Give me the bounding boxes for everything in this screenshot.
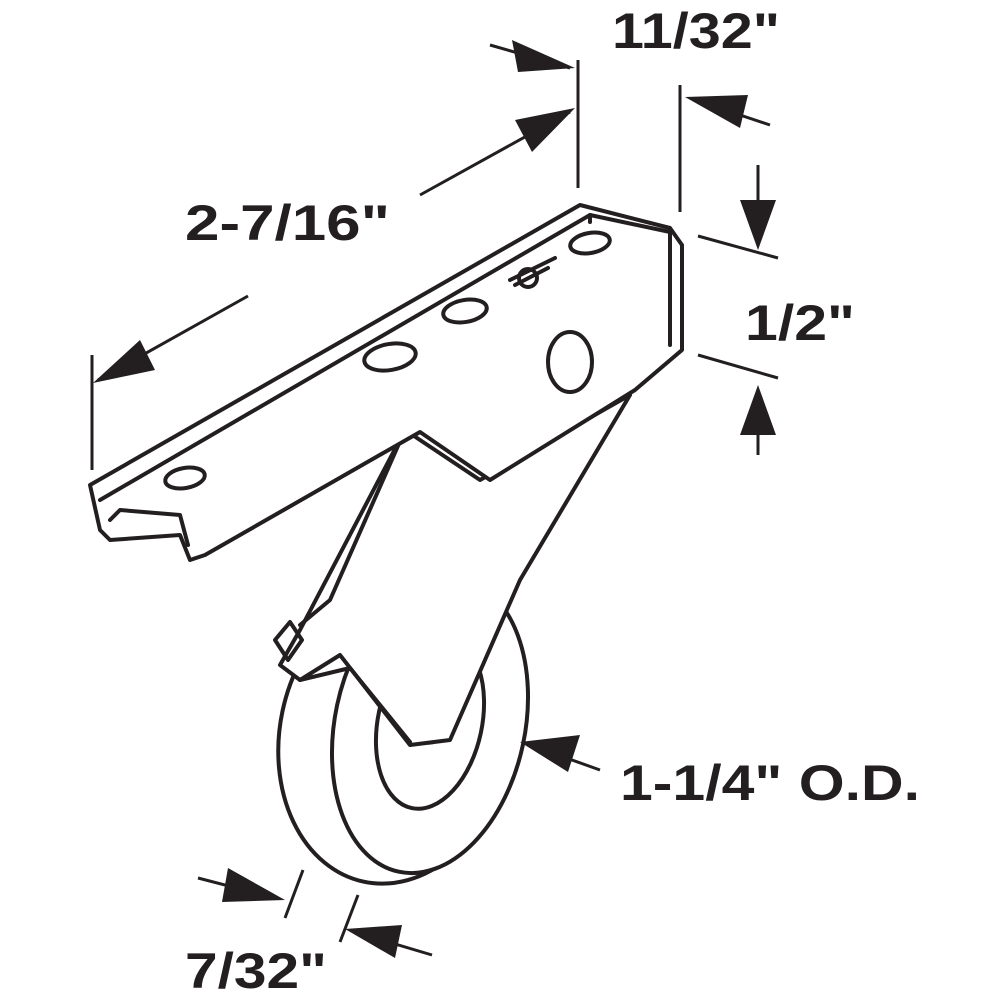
label-bracket-height: 1/2": [745, 295, 855, 351]
label-bracket-thickness: 11/32": [612, 3, 780, 59]
bracket-channel: [88, 203, 684, 562]
dimension-lines: [90, 40, 779, 958]
label-wheel-width: 7/32": [185, 943, 327, 999]
label-bracket-length: 2-7/16": [185, 195, 390, 251]
label-wheel-diameter: 1-1/4" O.D.: [620, 755, 920, 811]
